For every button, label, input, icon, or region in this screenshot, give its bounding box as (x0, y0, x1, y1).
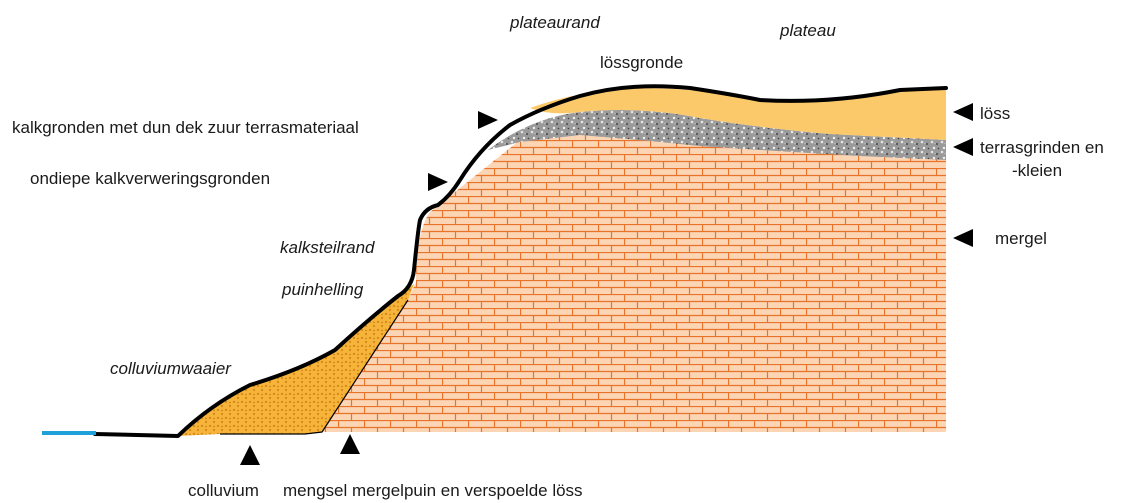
label-colluviumwaaier: colluviumwaaier (110, 359, 232, 378)
label-loss: löss (980, 104, 1010, 123)
label-colluvium: colluvium (188, 481, 259, 500)
label-plateau: plateau (779, 21, 836, 40)
label-kalkgronden: kalkgronden met dun dek zuur terrasmater… (12, 118, 359, 137)
label-plateaurand: plateaurand (509, 13, 600, 32)
label-kalksteilrand: kalksteilrand (280, 238, 375, 257)
label-mergel: mergel (995, 229, 1047, 248)
arrow-terrasgrinden (953, 138, 973, 156)
arrow-loss (953, 103, 973, 121)
arrow-kalkgronden (478, 111, 498, 129)
arrow-mergel (953, 229, 973, 247)
arrow-mengsel (340, 434, 360, 454)
label-ondiepe: ondiepe kalkverweringsgronden (30, 169, 270, 188)
mergel-layer (322, 132, 946, 432)
label-terrasgrinden-line1: terrasgrinden en (980, 138, 1104, 157)
label-lossgronde: lössgronde (600, 53, 683, 72)
label-terrasgrinden-line2: -kleien (1012, 161, 1062, 180)
arrow-colluvium (240, 445, 260, 465)
label-mengsel: mengsel mergelpuin en verspoelde löss (283, 481, 583, 500)
label-puinhelling: puinhelling (281, 280, 364, 299)
arrow-ondiepe (428, 173, 448, 191)
